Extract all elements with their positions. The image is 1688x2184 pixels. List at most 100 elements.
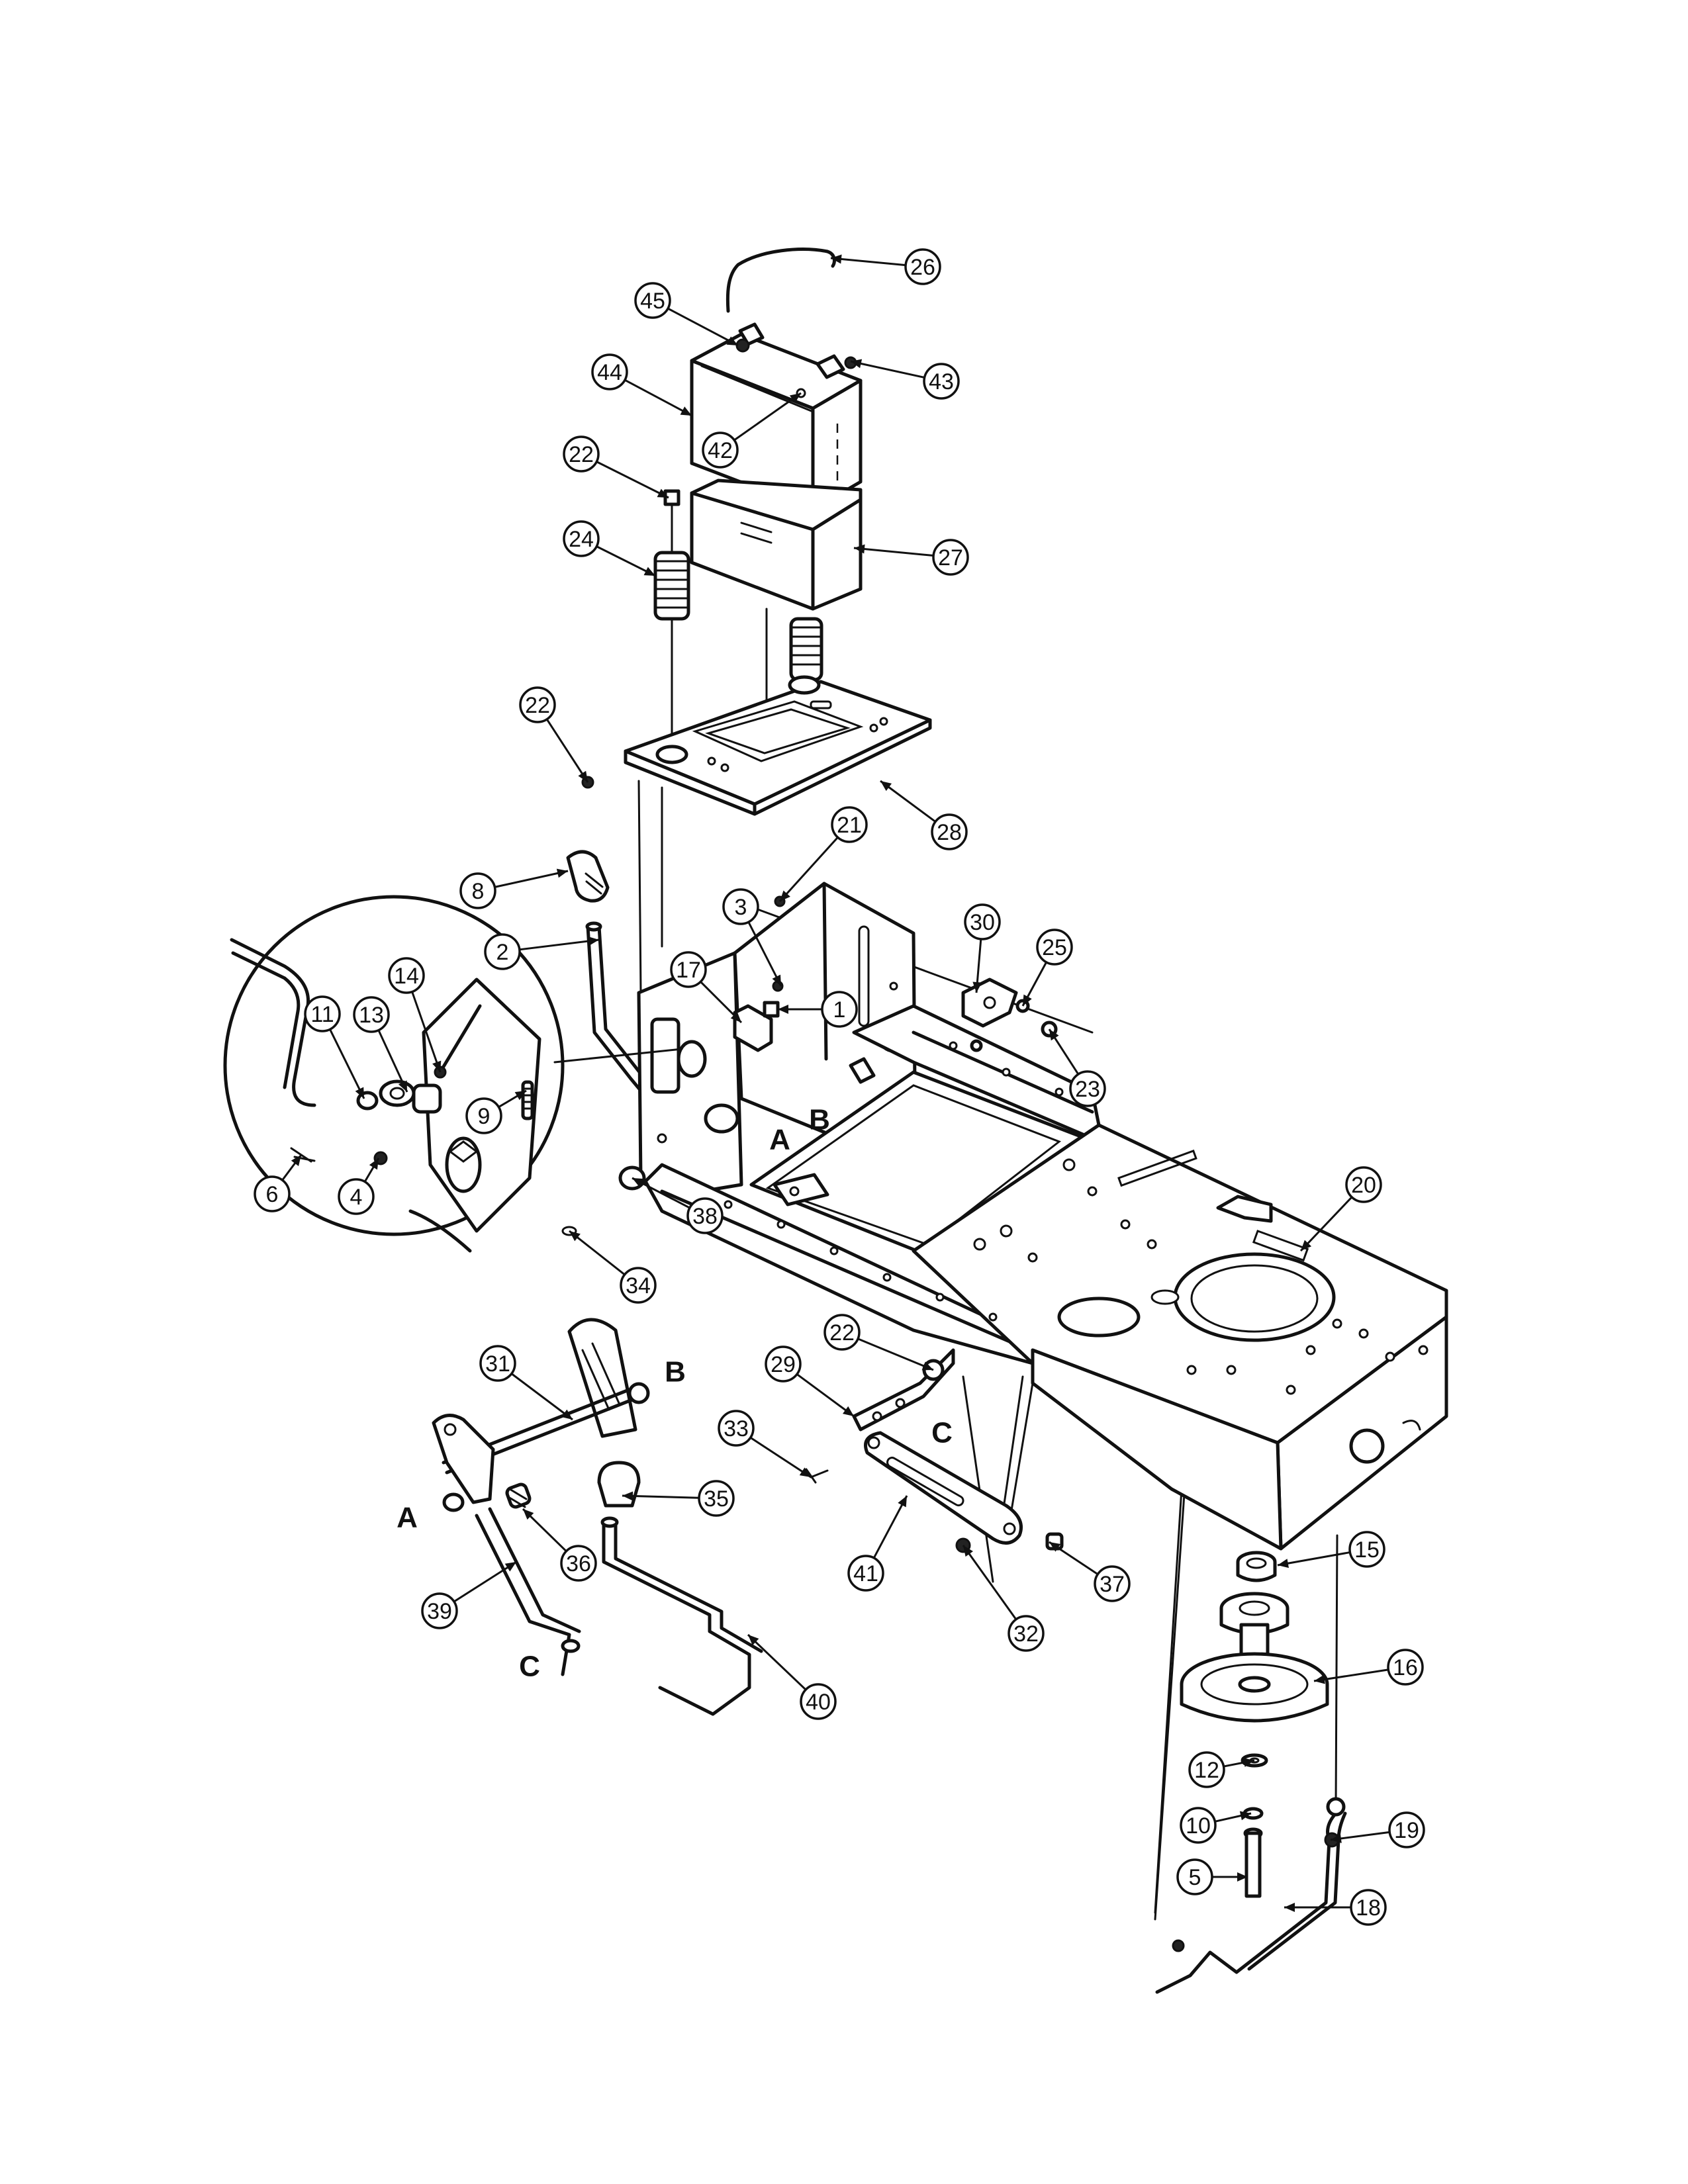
callout-circle [1388, 1811, 1425, 1848]
part-wire-26 [726, 248, 836, 313]
callout-number: 25 [1042, 935, 1067, 960]
part-battery-box-27 [690, 478, 863, 611]
callout-number: 27 [938, 545, 963, 570]
callout-number: 18 [1356, 1895, 1381, 1921]
leader-arrow-26 [831, 254, 842, 264]
reference-letter-A: A [397, 1502, 418, 1534]
callout-number: 14 [394, 964, 419, 989]
callout-39: 39 [421, 1592, 458, 1629]
reference-letter-C: C [931, 1417, 953, 1449]
leader-line-15 [1277, 1551, 1350, 1567]
callout-circle [702, 432, 739, 469]
leader-line-35 [622, 1494, 700, 1499]
leader-arrow-17 [730, 1011, 741, 1023]
leader-line-38 [632, 1177, 690, 1209]
leader-arrow-15 [1278, 1559, 1289, 1569]
callout-6: 6 [254, 1175, 291, 1212]
callout-number: 35 [704, 1486, 729, 1512]
leader-arrow-3 [772, 974, 781, 986]
callout-circle [1008, 1615, 1045, 1652]
callout-37: 37 [1094, 1565, 1131, 1602]
callout-circle [932, 539, 969, 576]
callout-13: 13 [353, 996, 390, 1033]
leader-arrow-11 [355, 1087, 364, 1099]
callout-circle [563, 435, 600, 473]
leader-arrow-18 [1284, 1903, 1295, 1912]
callout-number: 15 [1354, 1537, 1380, 1563]
part-main-frame-20 [561, 895, 1448, 1551]
leader-line-14 [411, 991, 442, 1073]
callout-circle [686, 1197, 724, 1234]
callout-22: 22 [563, 435, 600, 473]
leader-arrow-32 [963, 1545, 973, 1557]
callout-number: 37 [1100, 1572, 1125, 1597]
callout-circle [670, 951, 707, 988]
leader-arrow-29 [842, 1406, 854, 1416]
leader-arrow-5 [1237, 1872, 1248, 1882]
leader-line-42 [733, 392, 802, 441]
callout-circle [563, 520, 600, 557]
callout-circle [338, 1178, 375, 1215]
detail-inset [223, 895, 683, 1253]
callout-number: 1 [833, 997, 846, 1023]
callout-number: 3 [735, 895, 747, 920]
callout-number: 31 [485, 1351, 510, 1377]
callout-34: 34 [620, 1267, 657, 1304]
leader-arrow-2 [588, 936, 599, 946]
reference-letter-C: C [519, 1651, 540, 1683]
leader-arrow-44 [680, 406, 692, 416]
leader-line-13 [377, 1029, 408, 1093]
leader-line-34 [569, 1230, 626, 1276]
callout-circle [484, 933, 521, 970]
callout-number: 4 [350, 1185, 363, 1210]
callout-number: 8 [472, 879, 485, 904]
callout-40: 40 [800, 1683, 837, 1720]
callout-circle [964, 903, 1001, 940]
leader-line-26 [830, 257, 906, 267]
leader-arrow-34 [569, 1231, 581, 1242]
callout-10: 10 [1180, 1807, 1217, 1844]
leader-arrow-8 [556, 868, 568, 878]
leader-arrow-42 [789, 393, 801, 403]
callout-number: 33 [724, 1416, 749, 1441]
callout-circle [1180, 1807, 1217, 1844]
callout-44: 44 [591, 353, 628, 390]
leader-line-21 [778, 837, 839, 903]
leader-line-27 [853, 547, 934, 557]
callout-circle [1069, 1070, 1106, 1107]
leader-arrow-31 [561, 1409, 573, 1420]
callout-8: 8 [459, 872, 496, 909]
callout-circle [931, 813, 968, 850]
callout-number: 26 [910, 255, 935, 280]
callout-circle [254, 1175, 291, 1212]
callout-circle [847, 1555, 884, 1592]
callout-number: 38 [692, 1204, 718, 1229]
callout-number: 44 [597, 360, 622, 385]
leader-arrow-22 [578, 770, 588, 782]
callout-circle [1345, 1166, 1382, 1203]
callout-circle [923, 363, 960, 400]
callout-18: 18 [1350, 1889, 1387, 1926]
leader-arrow-25 [1023, 994, 1032, 1006]
callout-circle [620, 1267, 657, 1304]
callout-number: 28 [937, 820, 962, 845]
leader-arrow-20 [1301, 1240, 1312, 1251]
leader-arrow-37 [1049, 1542, 1061, 1552]
leader-arrow-45 [726, 336, 738, 345]
leader-arrow-22 [921, 1361, 933, 1371]
callout-12: 12 [1188, 1751, 1225, 1788]
callout-circle [1094, 1565, 1131, 1602]
callout-number: 20 [1351, 1173, 1376, 1198]
callout-32: 32 [1008, 1615, 1045, 1652]
callout-41: 41 [847, 1555, 884, 1592]
leader-line-16 [1313, 1668, 1389, 1682]
reference-letter-B: B [665, 1356, 686, 1388]
leader-arrow-19 [1331, 1833, 1342, 1843]
callout-number: 23 [1075, 1077, 1100, 1102]
leader-arrow-33 [799, 1467, 811, 1477]
callout-circle [823, 1314, 861, 1351]
callout-15: 15 [1348, 1531, 1385, 1568]
callout-circle [465, 1097, 502, 1134]
